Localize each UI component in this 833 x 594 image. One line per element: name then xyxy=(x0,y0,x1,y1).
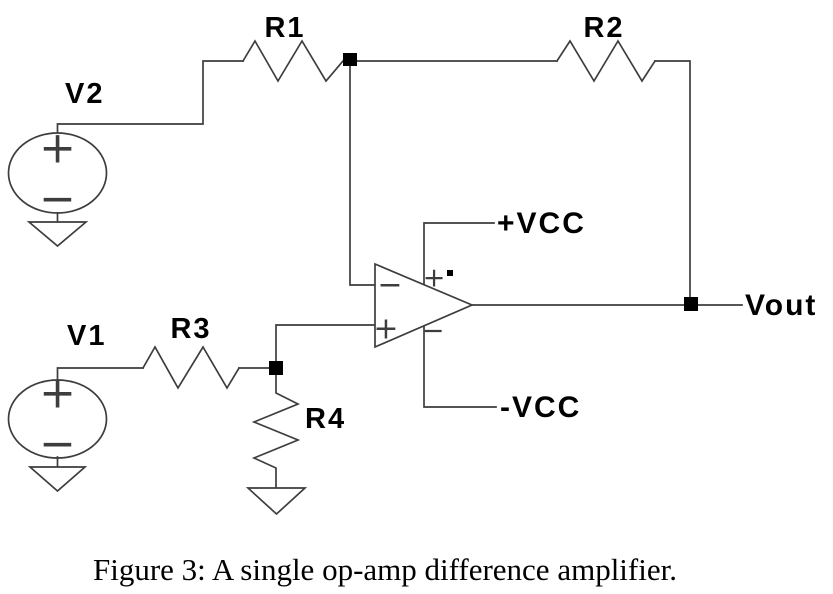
r4-ground-icon xyxy=(245,487,308,516)
v2-label: V2 xyxy=(65,78,104,110)
v2-plus-mark: + xyxy=(39,123,76,174)
wire-v1-to-r3 xyxy=(56,367,144,382)
v1-source: + − xyxy=(7,368,108,493)
vcc-positive-label: +VCC xyxy=(497,207,586,240)
v2-source: + − xyxy=(7,123,108,248)
v1-label: V1 xyxy=(67,320,106,352)
r3-resistor-zigzag xyxy=(141,345,241,390)
v2-ground-icon xyxy=(26,221,89,248)
r4-label: R4 xyxy=(305,403,346,435)
vout-label: Vout xyxy=(745,289,817,322)
opamp-noninverting-input-mark: + xyxy=(373,312,398,347)
v1-ground-icon xyxy=(27,466,88,493)
opamp-supply-minus-mark: − xyxy=(422,316,445,347)
opamp: − + + − xyxy=(373,262,475,349)
opamp-supply-plus-mark: + xyxy=(423,263,446,294)
vcc-negative-label: -VCC xyxy=(500,391,581,424)
wire-r2-to-output-node xyxy=(654,60,691,298)
junction-input-node xyxy=(269,361,283,375)
v1-plus-mark: + xyxy=(39,368,76,419)
r1-resistor-zigzag xyxy=(241,39,345,83)
opamp-inverting-input-mark: − xyxy=(377,268,402,303)
wire-v2-to-r1 xyxy=(56,60,244,134)
junction-output-node xyxy=(684,297,698,311)
r1-label: R1 xyxy=(264,12,305,44)
r4-resistor-zigzag xyxy=(251,374,301,489)
junction-feedback-node xyxy=(343,53,357,66)
r2-label: R2 xyxy=(583,12,624,44)
opamp-dot-icon xyxy=(447,270,453,276)
wire-positive-supply xyxy=(423,222,495,286)
wire-negative-supply xyxy=(423,325,497,408)
r3-label: R3 xyxy=(170,313,211,345)
r2-resistor-zigzag xyxy=(555,39,657,83)
wire-inverting-input xyxy=(349,65,376,286)
opamp-triangle xyxy=(374,262,475,349)
wire-noninverting-input xyxy=(275,324,376,362)
figure-caption: Figure 3: A single op-amp difference amp… xyxy=(93,552,677,587)
